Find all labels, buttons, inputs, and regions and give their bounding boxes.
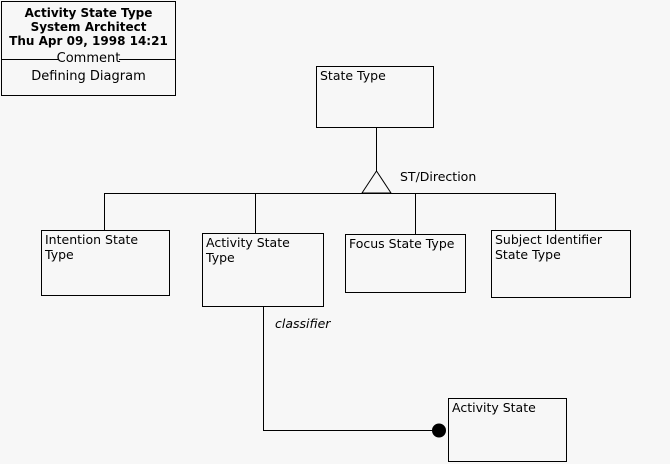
class-node-activity-state-type-label: Activity State Type (206, 235, 290, 265)
title-author: System Architect (30, 20, 147, 34)
class-node-intention-state-type-label: Intention State Type (45, 232, 139, 262)
class-node-focus-state-type-label: Focus State Type (349, 236, 455, 251)
class-node-state-type[interactable]: State Type (316, 66, 434, 128)
class-node-activity-state-label: Activity State (452, 400, 536, 415)
title-timestamp: Thu Apr 09, 1998 14:21 (9, 34, 168, 48)
title-diagram-name: Activity State Type (24, 6, 153, 20)
diagram-title-block: Activity State Type System Architect Thu… (1, 1, 176, 96)
separator-rule-right (119, 59, 175, 60)
class-node-activity-state[interactable]: Activity State (448, 398, 567, 462)
association-navigability-dot (432, 423, 446, 438)
edge-label-classifier: classifier (275, 316, 331, 331)
class-node-subject-identifier-state-type[interactable]: Subject Identifier State Type (491, 230, 631, 298)
edge-label-st-direction: ST/Direction (400, 169, 477, 184)
title-comment-separator: Comment (2, 51, 175, 67)
class-node-focus-state-type[interactable]: Focus State Type (345, 234, 466, 293)
class-node-intention-state-type[interactable]: Intention State Type (41, 230, 170, 296)
class-node-state-type-label: State Type (320, 68, 386, 83)
generalization-triangle (361, 170, 392, 194)
separator-rule-left (2, 59, 58, 60)
class-node-activity-state-type[interactable]: Activity State Type (202, 233, 324, 307)
title-comment-label: Comment (56, 51, 121, 66)
title-comment-text: Defining Diagram (31, 69, 146, 84)
class-node-subject-identifier-state-type-label: Subject Identifier State Type (495, 232, 603, 262)
